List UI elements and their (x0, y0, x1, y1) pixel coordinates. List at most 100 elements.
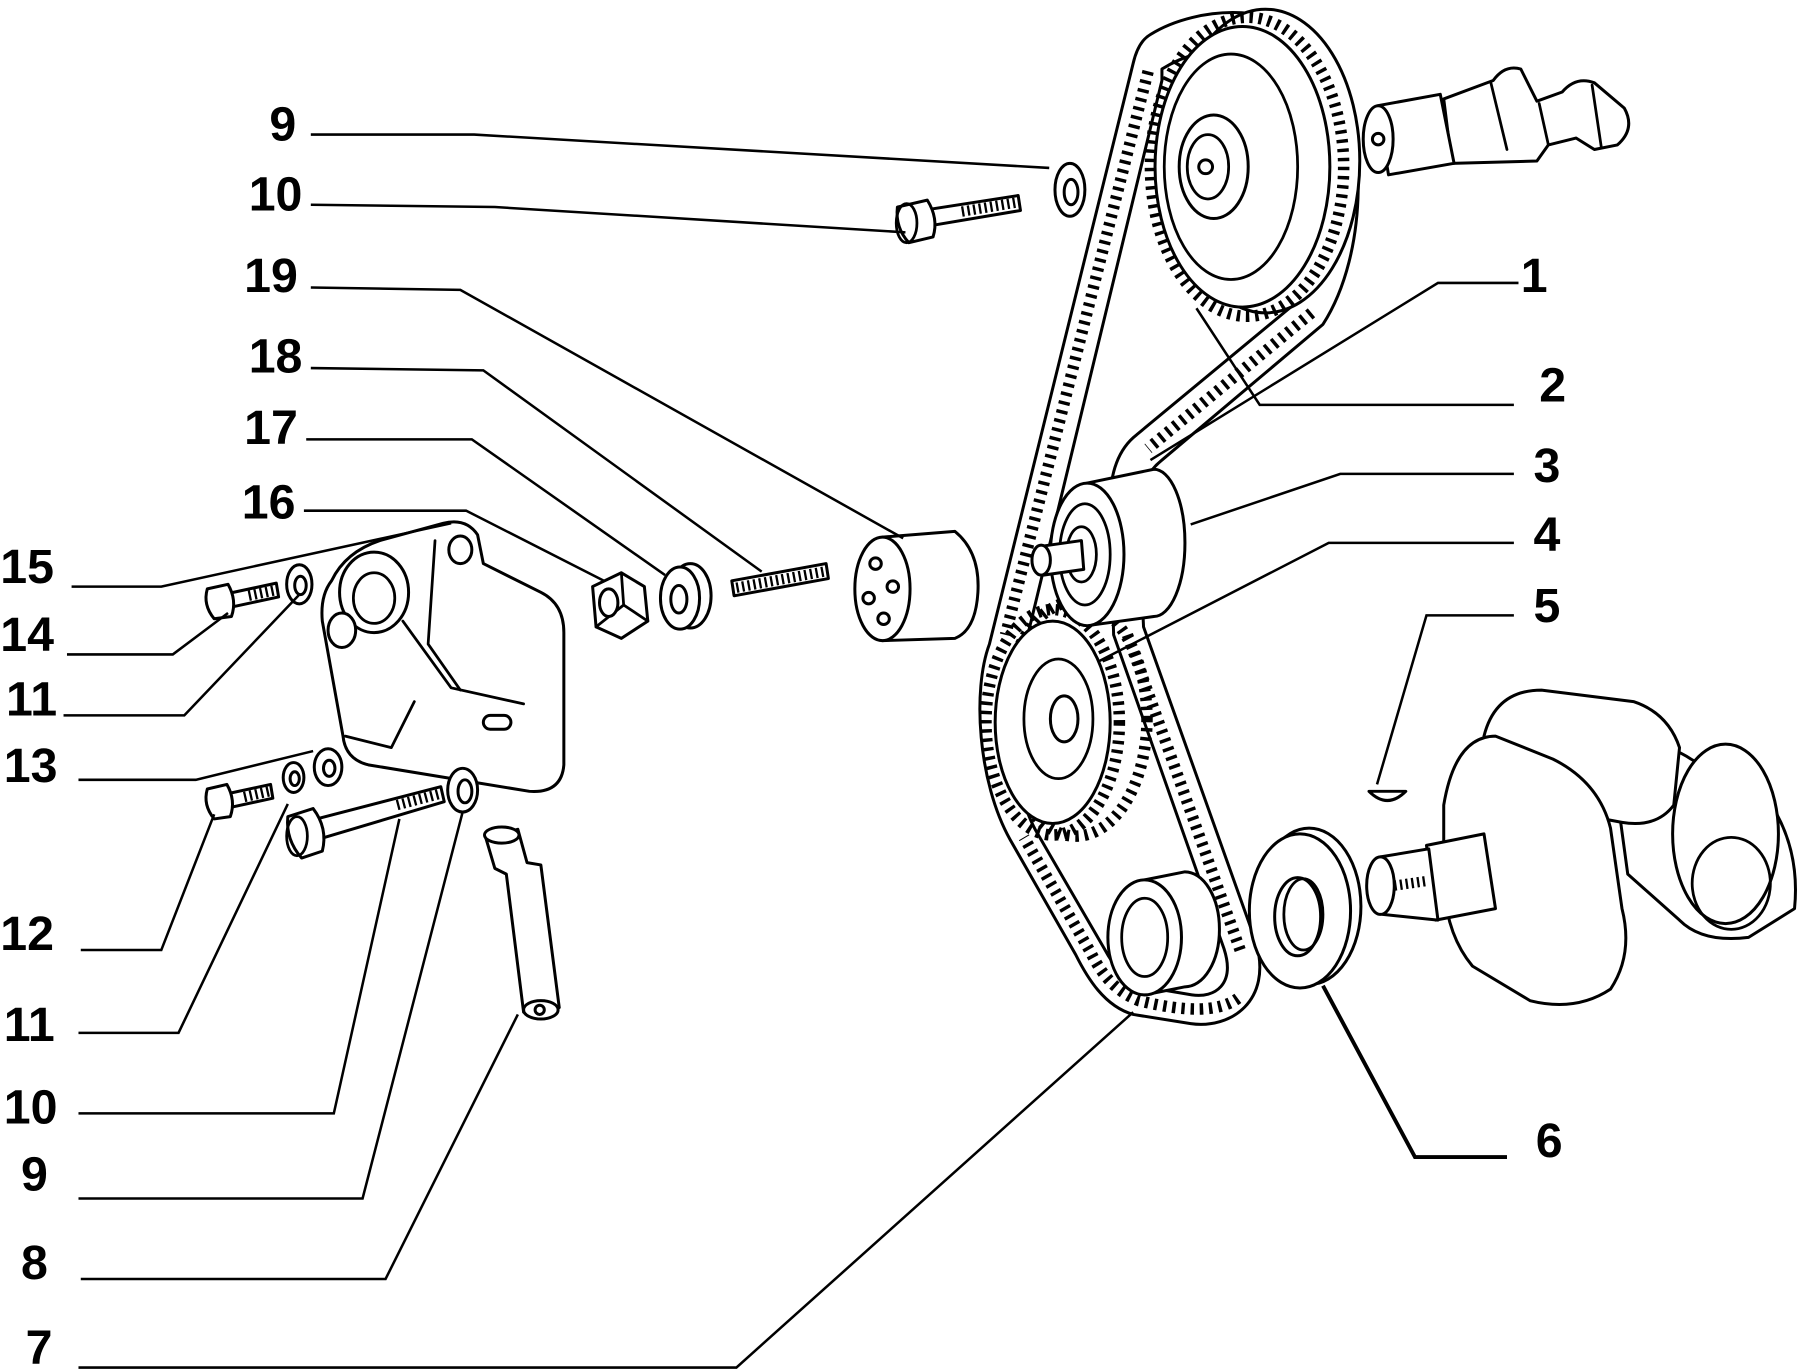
crankshaft-gear-bore (1048, 694, 1080, 744)
callout-15: 15 (0, 540, 54, 594)
leader-line-8 (80, 1013, 519, 1281)
callout-labels: 9 10 19 18 17 16 15 14 11 13 12 11 10 9 … (0, 97, 1566, 1371)
bushing-hole (868, 556, 883, 571)
washer-17 (658, 562, 713, 631)
leader-line-4 (1098, 541, 1514, 663)
leader-line-5 (1375, 614, 1514, 785)
camshaft-detail-lines (1489, 81, 1603, 151)
leader-line-11-upper (63, 593, 301, 717)
camshaft-pulley (1144, 7, 1362, 323)
callout-6: 6 (1536, 1114, 1563, 1168)
leader-line-1 (1149, 281, 1519, 462)
leader-line-19 (310, 286, 904, 540)
crankshaft-washer-hole-edge (1282, 877, 1325, 952)
bushing-hole (885, 579, 901, 594)
leader-line-9-lower (78, 811, 464, 1200)
leader-line-6 (1321, 984, 1507, 1160)
callout-10-lower: 10 (4, 1081, 58, 1135)
timing-belt-teeth-bottom (1018, 834, 1242, 1015)
callout-19: 19 (244, 249, 298, 303)
guide-pin-body (484, 827, 561, 1019)
leader-line-18 (310, 366, 763, 573)
bushing (853, 529, 980, 643)
idler-roller-ring (1120, 896, 1170, 978)
bolt-14-head (204, 582, 236, 621)
crankshaft-rear-journal-end (1690, 835, 1772, 931)
tensioner-pulley (1030, 467, 1187, 628)
woodruff-key (1367, 789, 1408, 803)
timing-belt-teeth-upper-run (1144, 308, 1316, 453)
camshaft-lobes (1442, 66, 1631, 165)
bolt-14 (204, 581, 281, 621)
callout-9-lower: 9 (21, 1147, 48, 1201)
leader-line-14 (66, 612, 229, 656)
idler-roller (1106, 870, 1221, 997)
leader-line-7 (78, 1011, 1135, 1369)
callout-9-upper: 9 (269, 97, 296, 151)
leader-line-13 (78, 749, 314, 782)
tensioner-bracket-top-hole (447, 534, 474, 566)
washer-11-lower (281, 761, 306, 794)
callout-18: 18 (249, 330, 303, 384)
callout-4: 4 (1533, 508, 1560, 562)
guide-pin-bore (533, 1003, 546, 1016)
washer-13-hole (321, 758, 337, 778)
tensioner-bracket (320, 520, 566, 793)
leader-lines (63, 133, 1519, 1369)
callout-13: 13 (4, 739, 58, 793)
bolt-12-head (204, 782, 235, 821)
bolt-12-threads (242, 786, 271, 803)
leader-line-11-lower (78, 803, 289, 1035)
tensioner-bracket-side-hole (326, 611, 358, 650)
guide-pin-top (482, 825, 521, 845)
callout-2: 2 (1539, 358, 1566, 412)
bushing-hole (876, 611, 891, 627)
callout-14: 14 (0, 608, 54, 662)
washer-13 (312, 747, 344, 788)
idler-roller-face (1106, 878, 1183, 997)
callout-11-upper: 11 (6, 672, 57, 726)
camshaft-pulley-web (1162, 52, 1300, 281)
bolt-12 (204, 782, 275, 821)
leader-line-2 (1195, 307, 1514, 407)
bolt-lower-threads (395, 788, 443, 811)
callout-12: 12 (0, 907, 54, 961)
camshaft-pulley-teeth (1144, 11, 1350, 323)
bolt-lower-head-face (285, 815, 309, 858)
guide-pin (482, 825, 561, 1021)
washer-11-upper (285, 563, 314, 606)
washer-17-hole (669, 583, 689, 615)
bolt-upper-threads (960, 197, 1018, 217)
leader-line-15 (71, 522, 452, 588)
washer-upper (1053, 161, 1087, 218)
stud (730, 562, 830, 598)
camshaft (1361, 66, 1631, 177)
washer-lower-hole (456, 778, 474, 805)
nut-bore (598, 587, 620, 618)
tensioner-pulley-shaft-end (1030, 543, 1052, 577)
leader-line-9-upper (310, 133, 1050, 170)
crankshaft-gear-front-teeth (980, 603, 1126, 841)
crankshaft (1365, 688, 1797, 1006)
washer-lower (446, 766, 480, 814)
crankshaft-end-face (1365, 855, 1396, 916)
stud-body (730, 562, 830, 598)
callout-7: 7 (26, 1321, 53, 1371)
callout-1: 1 (1521, 249, 1548, 303)
crankshaft-front-web (1442, 734, 1628, 1006)
camshaft-bolt-hole (1370, 131, 1386, 147)
crankshaft-gear-rear-teeth (998, 595, 1153, 842)
callout-11-lower: 11 (4, 998, 55, 1052)
callout-17: 17 (244, 401, 298, 455)
callout-5: 5 (1533, 579, 1560, 633)
nut (591, 571, 650, 640)
callout-8: 8 (21, 1236, 48, 1290)
bushing-hole (861, 590, 876, 606)
bolt-upper-head-face (894, 202, 919, 245)
bolt-lower-head (286, 807, 326, 860)
bolt-upper (894, 194, 1022, 245)
callout-3: 3 (1533, 439, 1560, 493)
bolt-14-threads (247, 584, 278, 601)
washer-11-lower-hole (288, 770, 301, 788)
